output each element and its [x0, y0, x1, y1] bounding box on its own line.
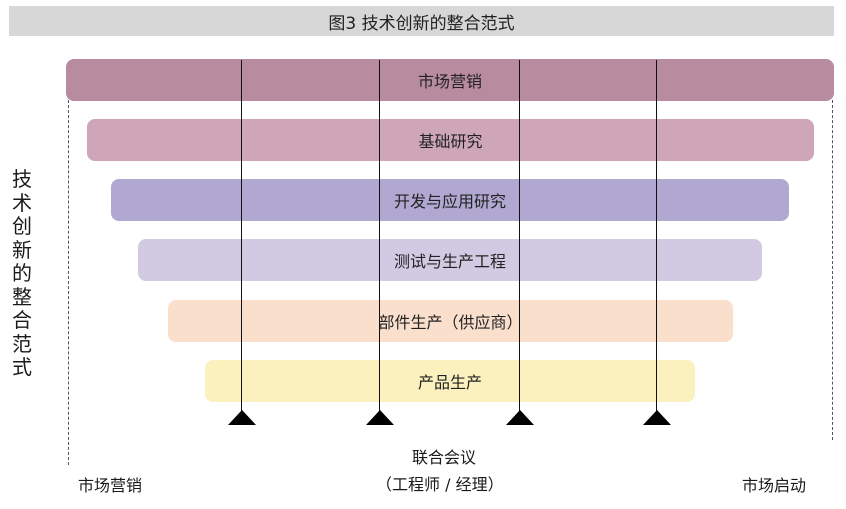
stage-label-basic-research: 基础研究: [418, 132, 483, 151]
meeting-line-1: [241, 60, 242, 418]
meeting-line-2: [379, 60, 380, 418]
meeting-marker-4: [643, 410, 671, 425]
stage-label-component-production: 部件生产（供应商）: [378, 313, 523, 332]
stage-bar-testing: 测试与生产工程: [138, 239, 762, 281]
side-vertical-label: 技术创新的整合范式: [12, 167, 32, 379]
meeting-marker-1: [228, 410, 256, 425]
joint-meeting-participants: （工程师 / 经理）: [376, 475, 504, 494]
stage-label-testing: 测试与生产工程: [393, 252, 506, 271]
stage-bar-product-production: 产品生产: [205, 360, 695, 402]
stage-label-development: 开发与应用研究: [393, 192, 506, 211]
stage-label-product-production: 产品生产: [417, 373, 482, 392]
bottom-left-label: 市场营销: [78, 476, 143, 495]
stage-label-marketing: 市场营销: [417, 72, 482, 91]
left-dashed-boundary: [68, 100, 69, 465]
meeting-marker-3: [506, 410, 534, 425]
bottom-right-label: 市场启动: [742, 476, 807, 495]
figure-title-text: 图3 技术创新的整合范式: [328, 13, 515, 34]
right-dashed-boundary: [832, 100, 833, 440]
meeting-line-3: [519, 60, 520, 418]
figure-title: 图3 技术创新的整合范式: [9, 6, 834, 36]
joint-meeting-label: 联合会议: [412, 448, 477, 467]
stage-bar-basic-research: 基础研究: [87, 119, 814, 161]
stage-bar-component-production: 部件生产（供应商）: [168, 300, 733, 342]
stage-bar-development: 开发与应用研究: [111, 179, 789, 221]
stage-bar-marketing: 市场营销: [66, 59, 834, 101]
meeting-marker-2: [366, 410, 394, 425]
meeting-line-4: [656, 60, 657, 418]
